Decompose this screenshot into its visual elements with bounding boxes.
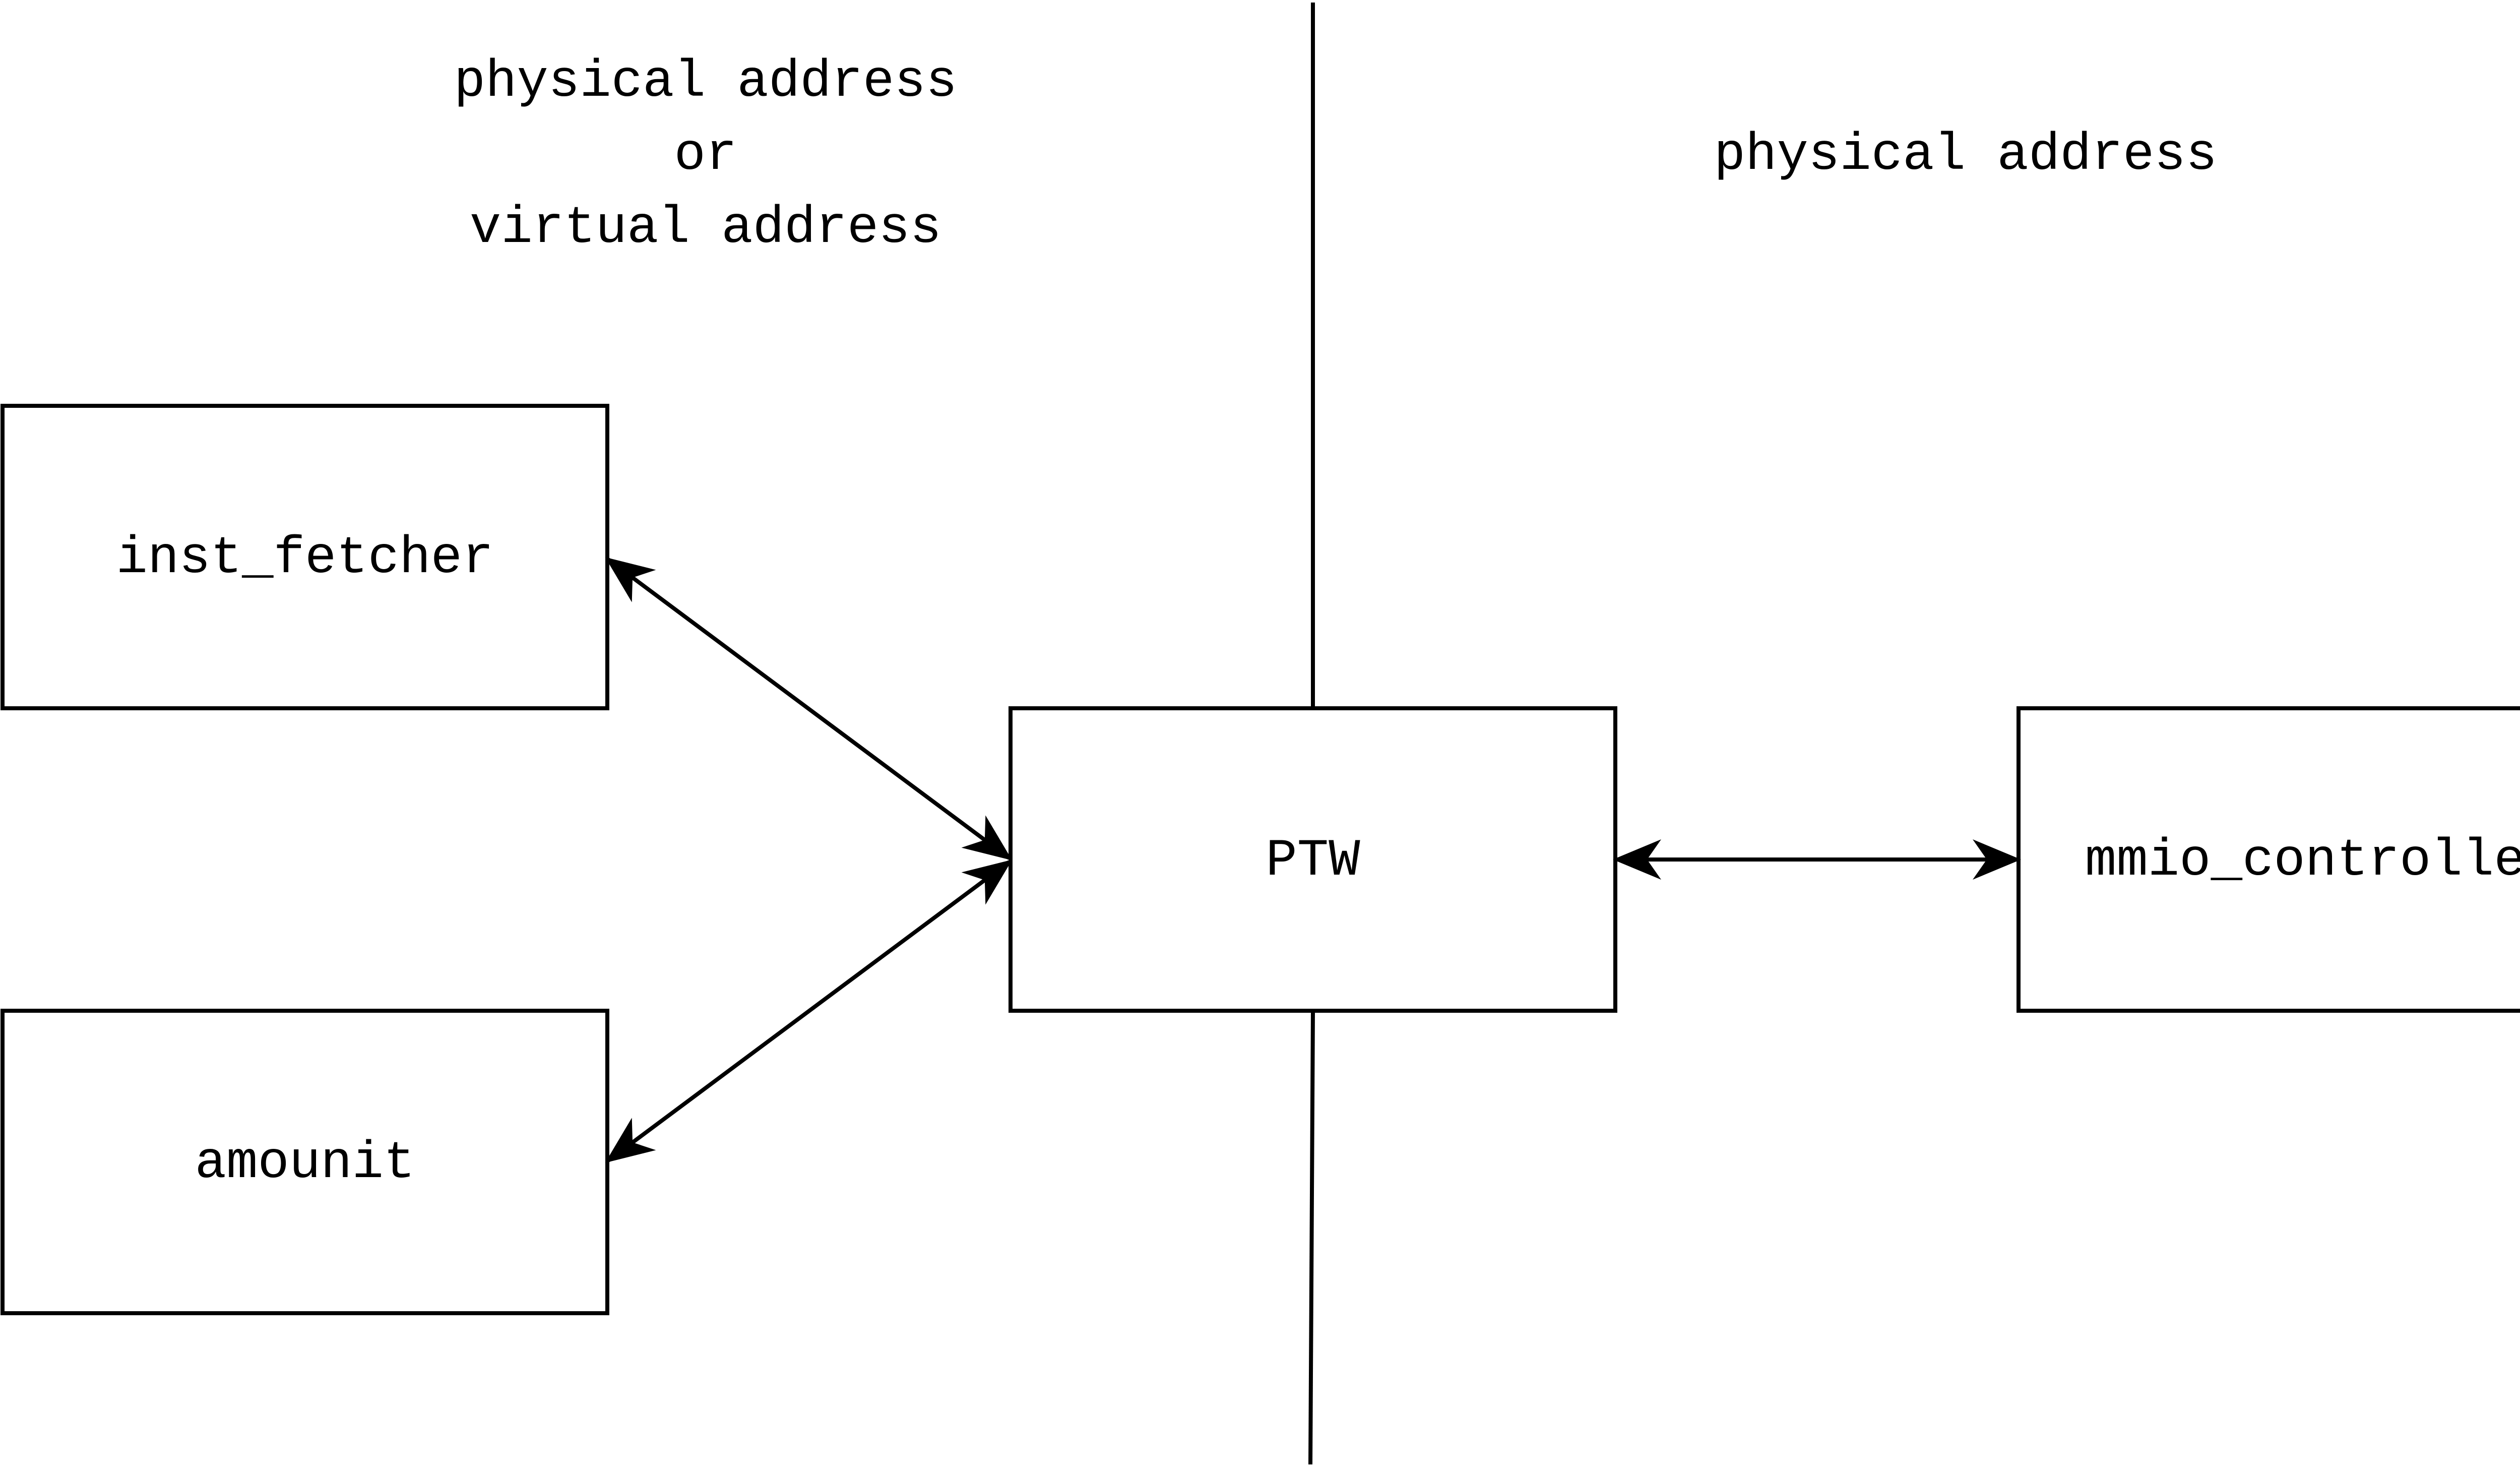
left-region-label-line-3: virtual address: [470, 199, 941, 258]
amounit-label: amounit: [195, 1134, 415, 1193]
ptw-label: PTW: [1266, 831, 1360, 891]
mmio-controller-block: [2017, 706, 2520, 1013]
arrow-amounit-ptw: [605, 860, 1013, 1163]
amounit-block: [1, 1009, 609, 1315]
ptw-block: [1009, 706, 1617, 1013]
address-divider-bottom: [1308, 1010, 1315, 1465]
arrow-inst-fetcher-ptw: [605, 557, 1013, 861]
left-region-label-line-2: or: [674, 126, 737, 185]
left-region-label-line-1: physical address: [454, 52, 958, 112]
mmio-controller-label: mmio_controller: [2085, 831, 2520, 891]
right-region-label: physical address: [1714, 126, 2218, 185]
inst-fetcher-label: inst_fetcher: [116, 529, 494, 588]
inst-fetcher-block: [1, 404, 609, 710]
